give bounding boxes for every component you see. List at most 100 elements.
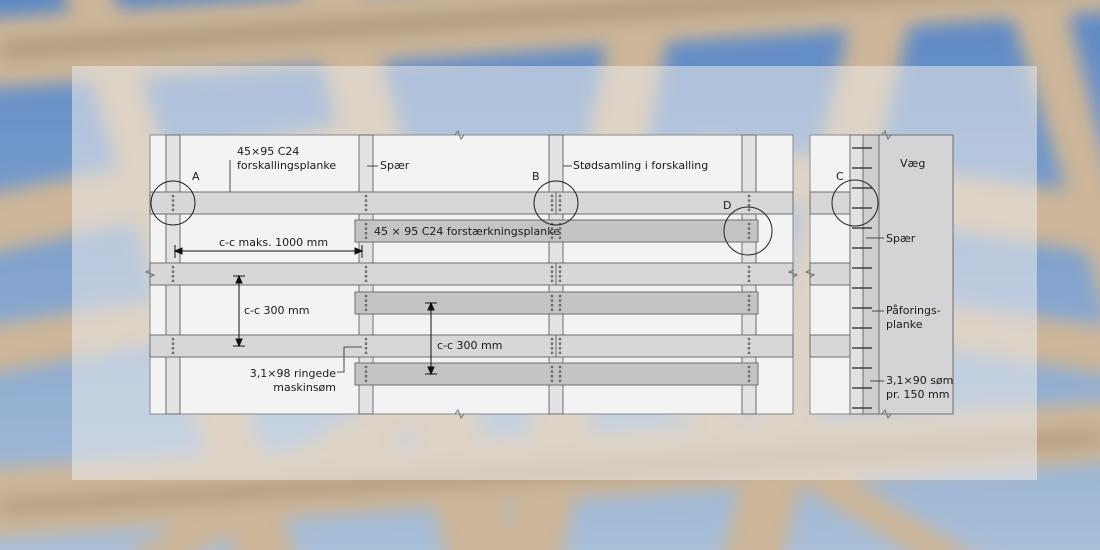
nail-dot xyxy=(558,308,562,312)
detail-circle-b xyxy=(533,180,579,226)
rafter-label: Spær xyxy=(380,159,410,172)
nail-dots xyxy=(171,194,751,383)
nail-dot xyxy=(747,199,751,202)
nail-dot xyxy=(364,222,368,226)
nail-dot xyxy=(747,308,751,312)
nail-dot xyxy=(558,294,562,298)
break-mark xyxy=(454,408,465,420)
nail-dot xyxy=(171,265,175,269)
nail-dot xyxy=(550,265,554,269)
main-view: A B D 45×95 C24 forskallingsplanke Spær … xyxy=(144,129,799,420)
nail-dot xyxy=(364,227,368,230)
nail-dot xyxy=(558,342,562,345)
reinforcement-plank xyxy=(354,219,759,243)
nail-dot xyxy=(558,279,562,283)
nail-dot xyxy=(747,374,751,378)
plank-label-line2: forskallingsplanke xyxy=(237,159,336,172)
nail-dot xyxy=(171,279,175,283)
nail-dot xyxy=(747,294,751,298)
wall xyxy=(878,134,954,415)
nail-dot xyxy=(364,270,368,273)
nail-dot xyxy=(550,365,554,369)
nail-dot xyxy=(364,351,368,355)
joint-label: Stødsamling i forskalling xyxy=(573,159,708,172)
break-mark xyxy=(804,269,816,278)
nail-dot xyxy=(550,294,554,298)
label-b: B xyxy=(532,170,540,183)
reinforcement-plank xyxy=(354,362,759,386)
nail-dot xyxy=(747,342,751,345)
nail-dot xyxy=(747,227,751,230)
nail-dot xyxy=(747,365,751,369)
detail-circle-d xyxy=(723,206,773,256)
label-a: A xyxy=(192,170,200,183)
section-batten xyxy=(809,334,851,358)
furring-plank xyxy=(149,262,794,286)
nail-dot xyxy=(171,203,175,207)
nail-dot xyxy=(364,346,368,350)
nail-dot xyxy=(747,346,751,350)
nail-dot xyxy=(550,236,554,240)
nail-dot xyxy=(171,346,175,350)
nail-dot xyxy=(364,379,368,383)
nail-dot xyxy=(550,342,554,345)
section-batten xyxy=(809,191,851,215)
nail-dot xyxy=(747,236,751,240)
break-mark xyxy=(454,129,465,141)
section-nails-label-line2: pr. 150 mm xyxy=(886,388,949,401)
nail-dot xyxy=(550,279,554,283)
nail-dot xyxy=(558,299,562,302)
label-d: D xyxy=(723,199,731,212)
nail-dot xyxy=(747,194,751,198)
nail-dot xyxy=(550,227,554,230)
nail-dot xyxy=(747,303,751,307)
nail-dot xyxy=(364,370,368,373)
nail-dot xyxy=(364,308,368,312)
nail-dot xyxy=(364,299,368,302)
section-view: C Væg Spær Påforings- planke 3,1×90 søm … xyxy=(804,129,954,420)
nail-dot xyxy=(364,342,368,345)
nail-dot xyxy=(550,208,554,212)
section-nails xyxy=(852,147,872,409)
nail-dot xyxy=(550,374,554,378)
nail-dot xyxy=(171,351,175,355)
label-c: C xyxy=(836,170,844,183)
nail-dot xyxy=(550,379,554,383)
nail-dot xyxy=(171,274,175,278)
section-batten xyxy=(809,262,851,286)
break-mark xyxy=(144,269,156,278)
section-furring-plank xyxy=(862,134,880,415)
nail-dot xyxy=(747,279,751,283)
nail-dot xyxy=(558,270,562,273)
nail-dot xyxy=(171,337,175,341)
section-nails-label-line1: 3,1×90 søm xyxy=(886,374,953,387)
nail-dot xyxy=(747,379,751,383)
nail-dot xyxy=(558,374,562,378)
furring-label-line2: planke xyxy=(886,318,923,331)
furring-plank xyxy=(149,334,794,358)
nail-dot xyxy=(550,308,554,312)
nail-dot xyxy=(558,346,562,350)
nail-dot xyxy=(364,274,368,278)
nail-dot xyxy=(558,379,562,383)
reinforce-label: 45 × 95 C24 forstærkningsplanke xyxy=(374,225,560,238)
section-rafter-label: Spær xyxy=(886,232,916,245)
nail-dot xyxy=(364,231,368,235)
nail-dot xyxy=(558,199,562,202)
nail-dot xyxy=(558,351,562,355)
break-mark xyxy=(881,129,892,141)
nail-dot xyxy=(747,270,751,273)
section-rafter xyxy=(849,134,864,415)
nail-dot xyxy=(364,365,368,369)
nail-dot xyxy=(558,274,562,278)
nail-dot xyxy=(550,303,554,307)
nail-dot xyxy=(747,370,751,373)
nail-dot xyxy=(558,265,562,269)
nail-dot xyxy=(550,203,554,207)
furring-plank xyxy=(149,191,794,215)
nail-dot xyxy=(364,208,368,212)
nail-dot xyxy=(747,222,751,226)
nail-dot xyxy=(550,274,554,278)
nail-dot xyxy=(364,303,368,307)
